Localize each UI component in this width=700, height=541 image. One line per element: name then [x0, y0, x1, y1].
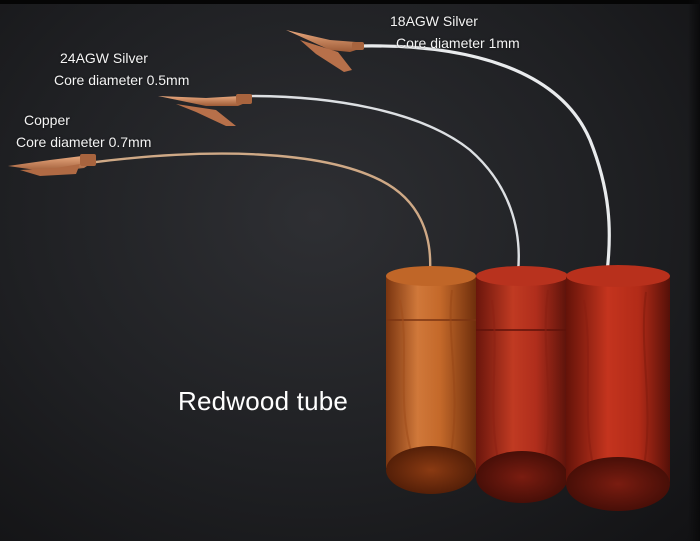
caption-redwood-tube: Redwood tube	[178, 386, 349, 416]
silver-wire-18awg	[358, 44, 611, 274]
top-border	[0, 0, 700, 4]
redwood-tube-light	[386, 266, 476, 494]
label-copper: Copper Core diameter 0.7mm	[16, 109, 151, 153]
label-18awg-title: 18AGW Silver	[390, 13, 478, 29]
silver-wire-24awg	[248, 94, 520, 274]
label-18awg-core: Core diameter 1mm	[396, 35, 520, 51]
right-shadow	[688, 0, 700, 541]
alligator-clip-18awg	[286, 30, 364, 72]
label-24awg-core: Core diameter 0.5mm	[54, 72, 190, 88]
label-18awg-silver: 18AGW Silver Core diameter 1mm	[390, 10, 520, 54]
label-copper-title: Copper	[24, 112, 70, 128]
copper-wire	[94, 152, 432, 274]
label-copper-core: Core diameter 0.7mm	[16, 134, 152, 150]
alligator-clip-24awg	[158, 94, 252, 126]
redwood-tube-red-middle	[476, 266, 568, 503]
label-24awg-silver: 24AGW Silver Core diameter 0.5mm	[54, 47, 189, 91]
label-24awg-title: 24AGW Silver	[60, 50, 148, 66]
alligator-clip-copper	[8, 154, 96, 176]
redwood-tube-red-right	[566, 265, 670, 511]
